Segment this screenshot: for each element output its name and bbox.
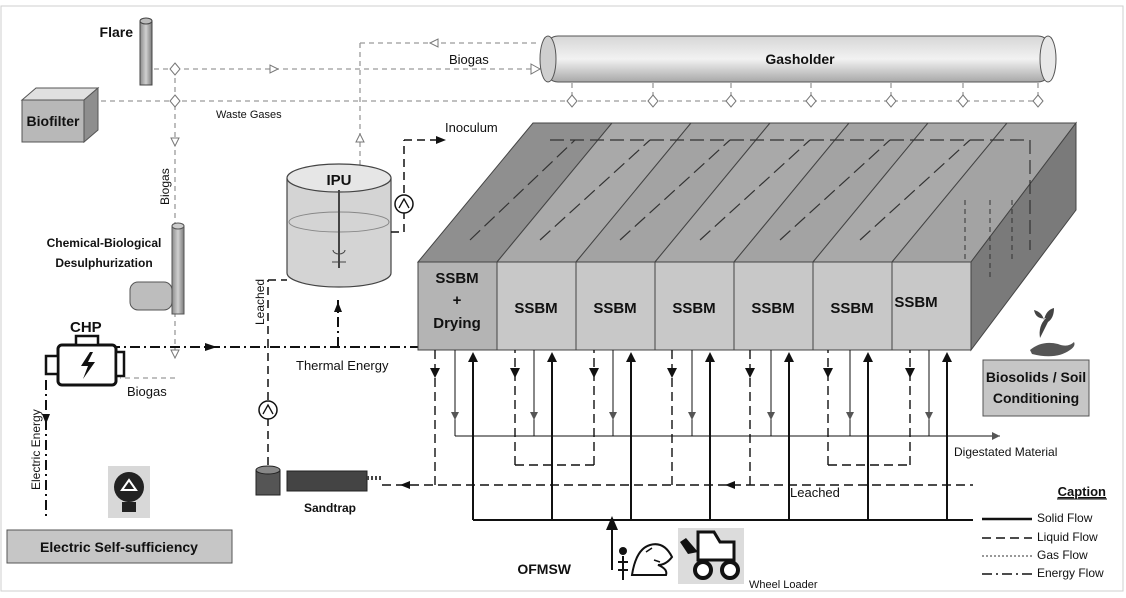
gasholder <box>539 35 1057 83</box>
gas-arrow-down-1 <box>170 137 180 148</box>
ofmsw-label: OFMSW <box>517 561 571 577</box>
ipu-label: IPU <box>326 172 351 189</box>
lightbulb-recycle-icon <box>108 466 150 518</box>
bay-1-label-line1: SSBM <box>435 270 478 287</box>
energy-lines <box>45 300 418 520</box>
energy-arrow-1 <box>205 343 217 351</box>
sandtrap <box>255 465 381 496</box>
legend-gas-label: Gas Flow <box>1037 548 1088 562</box>
digestated-material-label: Digestated Material <box>954 445 1057 459</box>
biosolids-label-1: Biosolids / Soil <box>986 369 1086 385</box>
bay-7-label: SSBM <box>894 294 937 311</box>
gas-arrow-down-3 <box>170 349 180 360</box>
thermal-energy-label: Thermal Energy <box>296 358 389 373</box>
legend-title: Caption <box>1058 484 1106 499</box>
energy-arrow-3 <box>42 414 50 424</box>
gasholder-label: Gasholder <box>765 51 835 67</box>
energy-arrow-2 <box>334 302 342 312</box>
bay-2-label: SSBM <box>514 300 557 317</box>
inoculum-label: Inoculum <box>445 120 498 135</box>
biogas-chp-label: Biogas <box>127 384 167 399</box>
flare-stack-icon <box>139 17 153 86</box>
biogas-top-label: Biogas <box>449 52 489 67</box>
biofilter-label: Biofilter <box>27 113 80 129</box>
inoculum-arrow <box>436 136 446 144</box>
pump-icon <box>258 400 278 420</box>
inoculum-line <box>391 139 440 233</box>
desulph-label-2: Desulphurization <box>55 256 152 270</box>
biosolids-label-2: Conditioning <box>993 390 1079 406</box>
bay-labels: SSBM + Drying SSBM SSBM SSBM SSBM SSBM S… <box>433 270 937 332</box>
ipu-tank <box>286 163 392 288</box>
gas-arrow-up <box>355 132 365 143</box>
electric-energy-label: Electric Energy <box>29 409 43 490</box>
bay-4-label: SSBM <box>672 300 715 317</box>
biosolids-box <box>982 359 1090 417</box>
gas-arrow-left <box>269 64 280 74</box>
bay-5-label: SSBM <box>751 300 794 317</box>
gas-arrow-top <box>428 38 439 48</box>
bay-6-label: SSBM <box>830 300 873 317</box>
digestate-lines <box>454 350 1000 437</box>
pump-icon <box>394 194 414 214</box>
bay-1-label-line3: Drying <box>433 315 481 332</box>
leached-vertical-label: Leached <box>253 279 267 325</box>
electric-self-sufficiency-box <box>6 529 233 564</box>
waste-gases-label: Waste Gases <box>216 109 282 121</box>
outer-frame <box>0 5 1124 592</box>
liquid-flow-lines <box>382 350 973 486</box>
bay-tops <box>416 122 1078 263</box>
waste-pile-icon <box>630 543 674 576</box>
leached-bottom-label: Leached <box>790 485 840 500</box>
solid-flow-arrows <box>468 352 952 530</box>
legend-liquid-label: Liquid Flow <box>1037 530 1098 544</box>
fish-bone-icon <box>618 547 628 580</box>
bay-1-label-line2: + <box>453 292 462 309</box>
wheel-loader-icon <box>678 528 744 584</box>
legend-energy-label: Energy Flow <box>1037 566 1104 580</box>
digestate-arrows <box>451 412 1000 440</box>
electric-self-sufficiency-label: Electric Self-sufficiency <box>40 539 198 555</box>
flare-label: Flare <box>100 24 134 40</box>
chp-label: CHP <box>70 319 102 336</box>
solid-flow-lines <box>472 360 973 570</box>
biogas-vertical-label: Biogas <box>158 168 172 205</box>
biofilter-box <box>20 86 100 144</box>
legend-solid-label: Solid Flow <box>1037 511 1093 525</box>
desulphurization-unit <box>129 222 185 315</box>
engine-icon <box>44 334 126 387</box>
leached-line-vertical <box>267 279 287 465</box>
bay-3-label: SSBM <box>593 300 636 317</box>
wheel-loader-label: Wheel Loader <box>749 579 818 591</box>
desulph-label-1: Chemical-Biological <box>47 236 162 250</box>
valves <box>169 62 1044 108</box>
legend: Caption Solid Flow Liquid Flow Gas Flow … <box>982 484 1107 580</box>
sandtrap-label: Sandtrap <box>304 501 356 515</box>
bay-top-dashes <box>469 139 1031 250</box>
hand-plant-icon <box>1030 308 1075 357</box>
liquid-flow-arrows <box>400 368 915 489</box>
bay-fronts <box>417 261 972 351</box>
